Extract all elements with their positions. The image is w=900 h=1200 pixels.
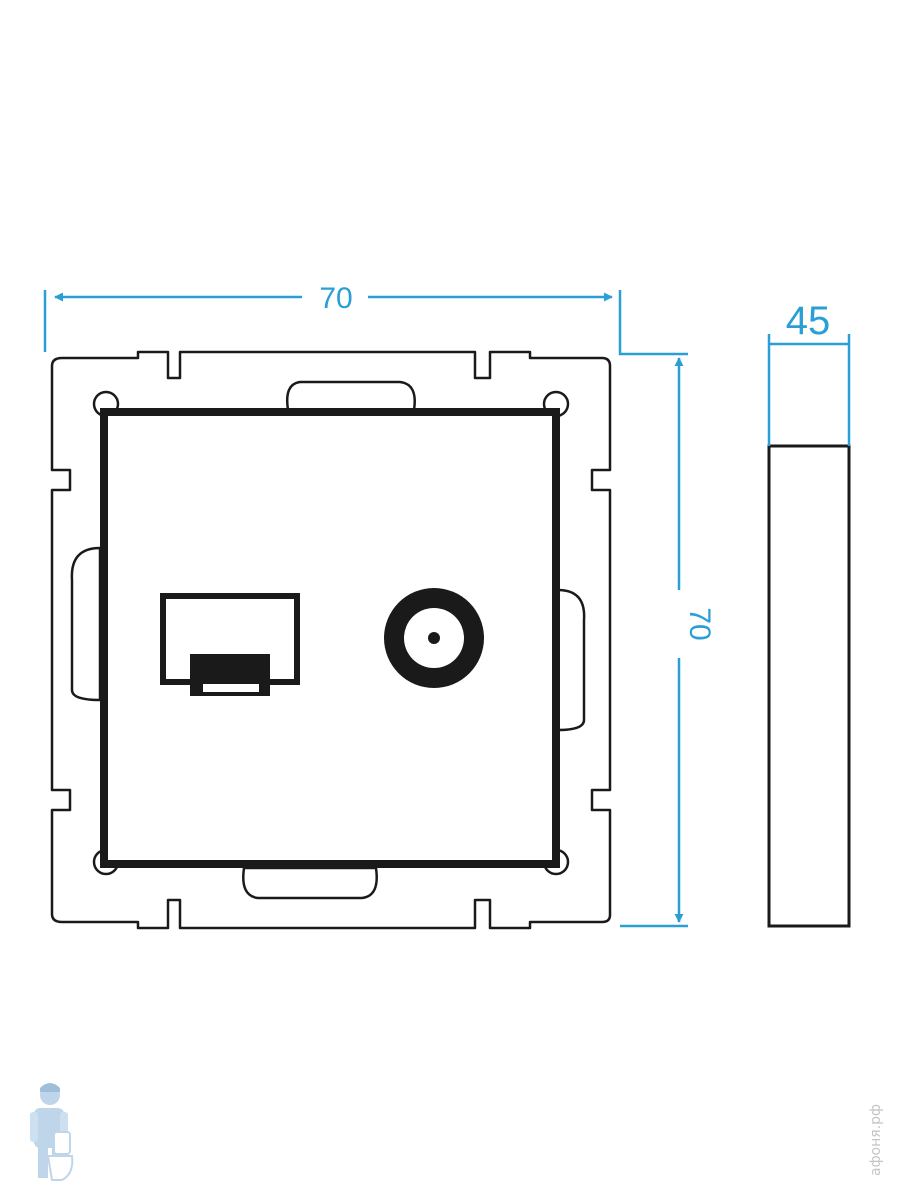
coax-tv-port-icon xyxy=(384,588,484,688)
clip-left xyxy=(70,546,102,702)
dimension-width xyxy=(43,290,622,352)
side-view-body xyxy=(767,444,851,928)
clip-right xyxy=(556,588,586,732)
dimension-width-label: 70 xyxy=(319,282,352,315)
dimension-depth xyxy=(767,334,851,446)
clip-top xyxy=(286,380,416,412)
plumber-mascot-icon xyxy=(30,1083,74,1181)
frame-clips xyxy=(70,380,586,900)
dimension-depth-label: 45 xyxy=(786,299,831,343)
watermark-site-text: афоня.рф xyxy=(868,1104,884,1176)
rj45-port-icon xyxy=(160,593,300,696)
dimension-height-label: 70 xyxy=(683,607,716,640)
dimension-height xyxy=(618,352,688,928)
clip-bottom xyxy=(242,866,378,900)
